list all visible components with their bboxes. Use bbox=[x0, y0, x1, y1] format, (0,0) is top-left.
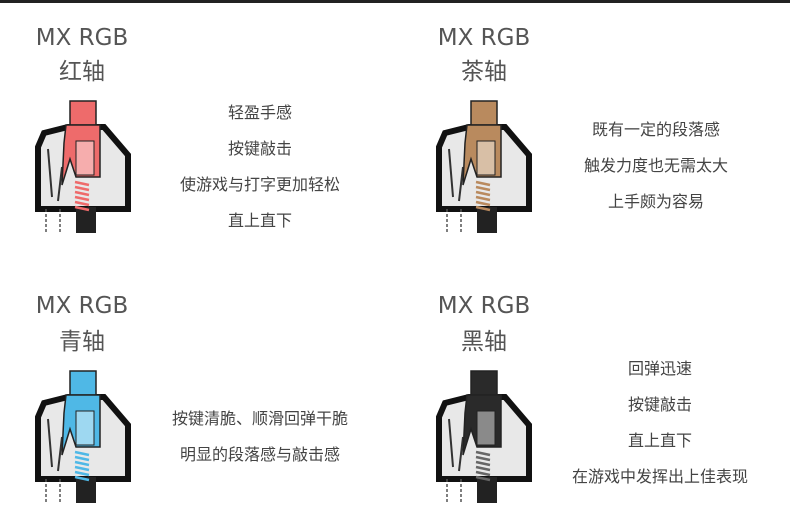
desc-line: 直上直下 bbox=[227, 211, 292, 230]
switch-description: 既有一定的段落感 触发力度也无需太大 上手颇为容易 bbox=[536, 112, 776, 220]
desc-line: 使游戏与打字更加轻松 bbox=[179, 175, 340, 194]
switch-name: 黑轴 bbox=[461, 329, 507, 355]
desc-line: 既有一定的段落感 bbox=[591, 120, 720, 139]
switch-name: 红轴 bbox=[59, 59, 105, 85]
desc-line: 直上直下 bbox=[627, 431, 692, 450]
switch-blue-panel: MX RGB 青轴 按键清脆、顺滑回弹干脆 明显的段落感与敲击感 bbox=[0, 265, 395, 530]
switch-description: 回弹迅速 按键敲击 直上直下 在游戏中发挥出上佳表现 bbox=[540, 351, 780, 495]
switch-description: 按键清脆、顺滑回弹干脆 明显的段落感与敲击感 bbox=[140, 401, 380, 473]
desc-line: 回弹迅速 bbox=[627, 359, 692, 378]
black-switch-illustration bbox=[436, 370, 532, 503]
red-switch-illustration bbox=[35, 100, 131, 233]
switch-name: 茶轴 bbox=[461, 59, 507, 85]
desc-line: 上手颇为容易 bbox=[607, 192, 704, 211]
switch-black-panel: MX RGB 黑轴 回弹迅速 按键敲击 直上直下 在游戏中发挥出上佳表现 bbox=[395, 265, 790, 530]
switch-model: MX RGB bbox=[437, 25, 531, 51]
desc-line: 轻盈手感 bbox=[227, 103, 292, 122]
switch-name: 青轴 bbox=[59, 329, 105, 355]
blue-switch-illustration bbox=[35, 370, 131, 503]
desc-line: 明显的段落感与敲击感 bbox=[179, 445, 340, 464]
top-border bbox=[0, 0, 790, 3]
switch-model: MX RGB bbox=[437, 293, 531, 319]
switch-red-panel: MX RGB 红轴 轻盈手感 按键敲击 使游戏与打字更加轻松 直上直下 bbox=[0, 0, 395, 265]
switch-brown-panel: MX RGB 茶轴 既有一定的段落感 触发力度也无需太大 上手颇为容易 bbox=[395, 0, 790, 265]
switch-description: 轻盈手感 按键敲击 使游戏与打字更加轻松 直上直下 bbox=[140, 95, 380, 239]
desc-line: 按键敲击 bbox=[627, 395, 692, 414]
desc-line: 按键清脆、顺滑回弹干脆 bbox=[171, 409, 348, 428]
desc-line: 按键敲击 bbox=[227, 139, 292, 158]
switch-model: MX RGB bbox=[35, 293, 129, 319]
brown-switch-illustration bbox=[436, 100, 532, 233]
switch-model: MX RGB bbox=[35, 25, 129, 51]
desc-line: 触发力度也无需太大 bbox=[583, 156, 728, 175]
desc-line: 在游戏中发挥出上佳表现 bbox=[571, 467, 748, 486]
